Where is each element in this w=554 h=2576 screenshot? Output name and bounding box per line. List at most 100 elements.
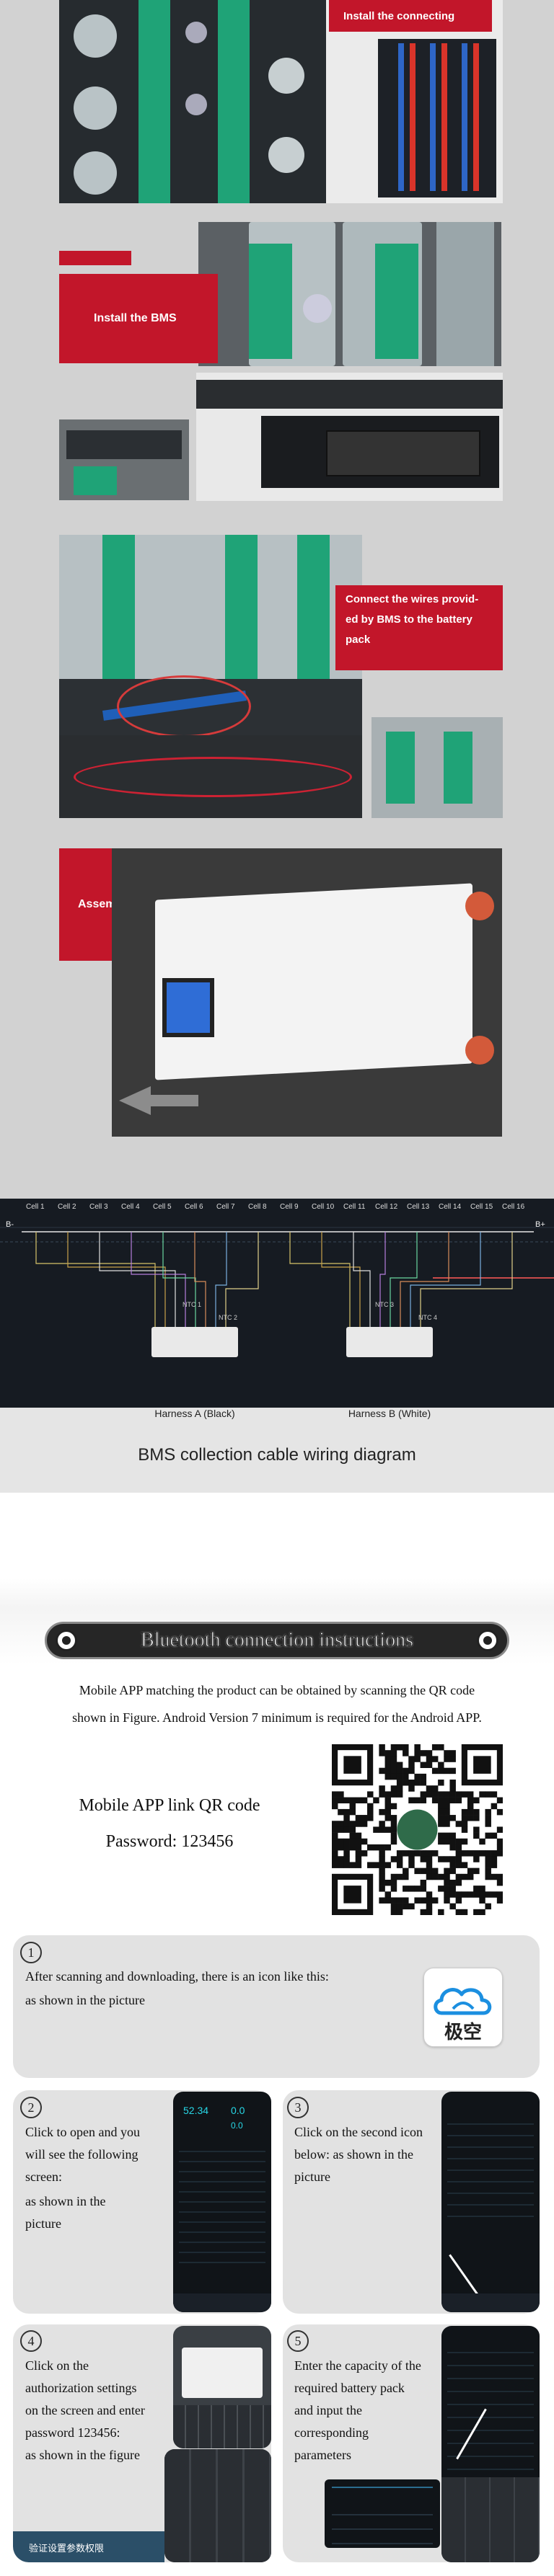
cell-label: Cell 2 [58,1203,76,1211]
sense-wire [67,1232,166,1327]
cell-label: Cell 14 [439,1203,462,1211]
qr-code-svg [332,1744,504,1916]
ntc-2-label: NTC 2 [219,1314,238,1321]
harness-a-connector [151,1327,238,1357]
phone2-value-2: 0.0 [231,2105,245,2116]
app-qr-code[interactable] [332,1744,504,1916]
step-2-line-3: screen: [25,2169,62,2184]
title-left-dot-icon [56,1630,77,1651]
phone-screen-3 [441,2092,540,2312]
cloud-icon [434,1988,492,2015]
sense-wire [410,1232,481,1327]
sense-wire [289,1232,351,1327]
cell-label: Cell 8 [248,1203,267,1211]
sense-wire [215,1232,227,1327]
sense-wire [162,1232,196,1327]
wires-bundle-photo [59,735,362,818]
step-2-number: 2 [20,2097,42,2118]
step-label-bms: Install the BMS [59,274,218,363]
cell-label: Cell 9 [280,1203,299,1211]
step-5-line-1: Enter the capacity of the [294,2358,421,2373]
step-1-line-2: as shown in the picture [25,1993,145,2007]
phone-screen-4 [173,2326,271,2448]
cell-label: Cell 3 [89,1203,108,1211]
sense-wire [99,1232,176,1327]
sense-wire [35,1232,156,1327]
ntc-4-label: NTC 4 [418,1314,438,1321]
wires-photo [59,535,362,735]
step-4-number: 4 [20,2330,42,2352]
sense-wire [321,1232,361,1327]
battery-busbar-photo [59,0,326,203]
phone2-value-1: 52.34 [183,2105,209,2116]
step-1-number: 1 [20,1942,42,1963]
qr-logo-icon [397,1809,438,1850]
step-label-wires: Connect the wires provid- ed by BMS to t… [335,585,503,670]
sense-wire [390,1232,418,1327]
finished-pack-photo [112,848,502,1137]
bms-install-photo [198,222,501,366]
step-2-line-2: will see the following [25,2147,138,2162]
cell-label: Cell 13 [407,1203,430,1211]
title-right-dot-icon [477,1630,498,1651]
wiring-diagram-svg [0,1227,554,1357]
cell-label: Cell 4 [121,1203,140,1211]
bms-side-photo [59,419,189,500]
ntc-1-label: NTC 1 [183,1301,202,1308]
harness-a-label: Harness A (Black) [154,1408,235,1419]
step-5-line-5: parameters [294,2448,351,2462]
app-name: 极空 [444,2021,482,2043]
step-4-footer-bar [13,2531,164,2562]
sense-wire [379,1232,386,1327]
sense-wire [400,1232,449,1327]
sense-wire [194,1232,206,1327]
intro-line-2: shown in Figure. Android Version 7 minim… [72,1710,482,1725]
step-5-line-4: corresponding [294,2425,369,2440]
app-icon[interactable]: 极空 [423,1968,503,2047]
sense-wire [225,1232,259,1327]
harness-b-label: Harness B (White) [348,1408,431,1419]
step-3-number: 3 [287,2097,309,2118]
ntc-3-label: NTC 3 [375,1301,395,1308]
diagram-caption: BMS collection cable wiring diagram [138,1445,416,1465]
step-4-line-4: password 123456: [25,2425,120,2440]
cell-array-photo [326,0,503,203]
diagram-caption-area [0,1408,554,1493]
b-minus-label: B- [6,1220,14,1229]
cell-label: Cell 6 [185,1203,203,1211]
step-5-line-2: required battery pack [294,2381,405,2395]
step-2-line-4: as shown in the [25,2194,106,2208]
cell-label: Cell 16 [502,1203,525,1211]
step-3-line-3: picture [294,2169,330,2184]
qr-label: Mobile APP link QR code [79,1796,260,1815]
cell-label: Cell 15 [470,1203,493,1211]
b-plus-label: B+ [535,1220,545,1229]
password-label: Password: 123456 [105,1832,234,1851]
sense-wire [353,1232,371,1327]
phone-screen-5 [441,2326,540,2562]
cell-label: Cell 5 [153,1203,172,1211]
wires-detail-photo [371,717,503,818]
step-label-connecting: Install the connecting [329,0,492,32]
step-5-number: 5 [287,2330,309,2352]
intro-line-1: Mobile APP matching the product can be o… [79,1683,475,1697]
bluetooth-title: Bluetooth connection instructions [141,1629,414,1652]
step-2-line-5: picture [25,2216,61,2231]
step-5-line-3: and input the [294,2403,362,2417]
step-4-footer-text: 验证设置参数权限 [29,2543,105,2554]
cell-label: Cell 12 [375,1203,398,1211]
bms-board-photo [196,373,503,501]
step-4-line-1: Click on the [25,2358,89,2373]
step-3-line-1: Click on the second icon [294,2125,423,2139]
step-2-line-1: Click to open and you [25,2125,140,2139]
harness-b-connector [346,1327,433,1357]
step-4-line-2: authorization settings [25,2381,137,2395]
bluetooth-title-bar: Bluetooth connection instructions [45,1622,509,1659]
step-5-dialog [325,2479,440,2548]
step-3-line-2: below: as shown in the [294,2147,413,2162]
step-4-line-3: on the screen and enter [25,2403,145,2417]
step-1-line-1: After scanning and downloading, there is… [25,1969,329,1984]
phone-keyboard-4 [164,2449,271,2562]
sense-wire [420,1232,513,1327]
